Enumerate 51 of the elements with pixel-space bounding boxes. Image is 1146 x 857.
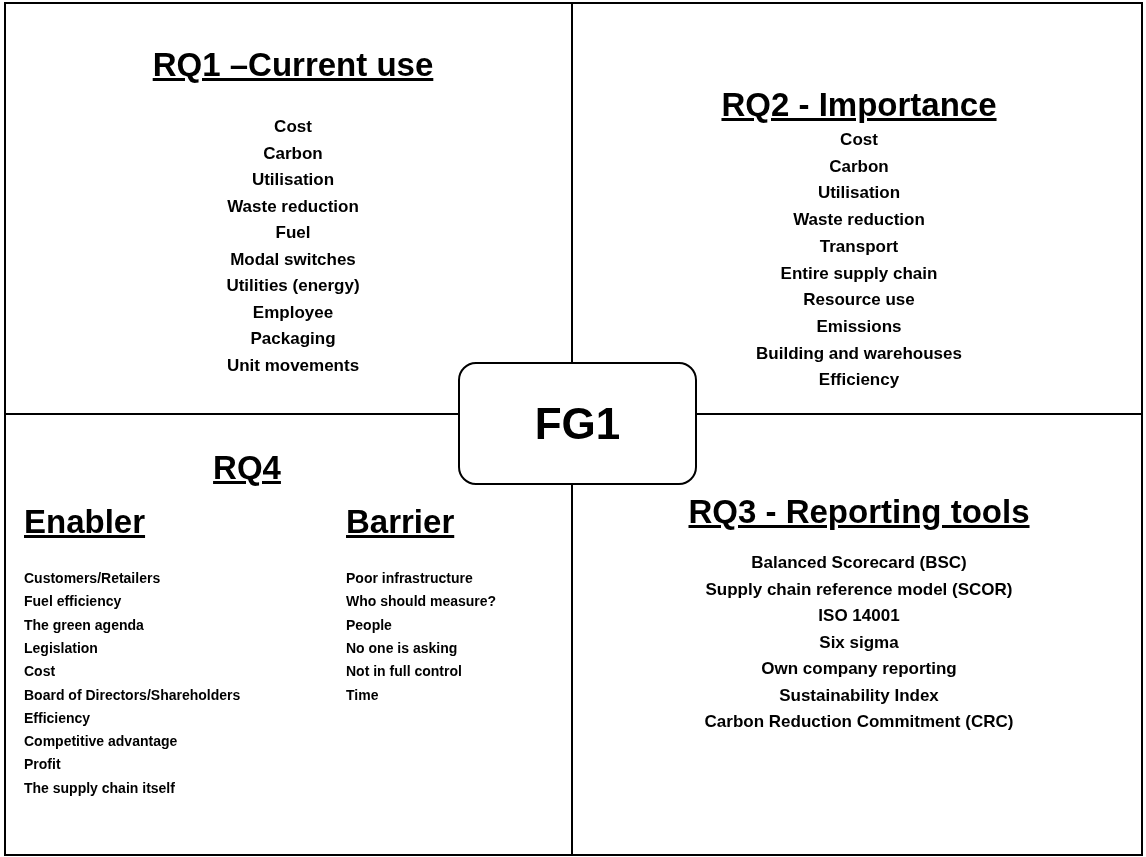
list-item: Not in full control bbox=[346, 663, 462, 680]
section-heading: RQ1 –Current use bbox=[152, 46, 434, 84]
center-label: FG1 bbox=[534, 398, 621, 449]
list-item: Poor infrastructure bbox=[346, 570, 473, 586]
list-item: Supply chain reference model (SCOR) bbox=[705, 579, 1013, 600]
section-heading: Enabler bbox=[24, 503, 146, 541]
list-item: Waste reduction bbox=[793, 210, 925, 231]
list-item: Balanced Scorecard (BSC) bbox=[751, 553, 967, 573]
list-item: Carbon bbox=[263, 143, 323, 164]
list-item: Utilities (energy) bbox=[226, 276, 360, 296]
list-item: Cost bbox=[24, 663, 56, 680]
list-item: ISO 14001 bbox=[818, 606, 900, 626]
list-item: Entire supply chain bbox=[780, 263, 938, 284]
list-item: Profit bbox=[24, 756, 61, 773]
list-item: The supply chain itself bbox=[24, 779, 175, 796]
section-heading: RQ4 bbox=[213, 449, 281, 487]
list-item: Carbon bbox=[829, 156, 889, 177]
list-item: Carbon Reduction Commitment (CRC) bbox=[704, 712, 1014, 732]
section-heading: RQ2 - Importance bbox=[721, 86, 997, 124]
list-item: Efficiency bbox=[24, 709, 91, 726]
list-item: Employee bbox=[252, 302, 334, 323]
list-item: Building and warehouses bbox=[756, 343, 962, 364]
list-item: Own company reporting bbox=[761, 659, 957, 679]
list-item: Transport bbox=[819, 236, 899, 257]
list-item: Six sigma bbox=[819, 632, 899, 653]
list-item: Packaging bbox=[250, 329, 336, 349]
list-item: Efficiency bbox=[818, 370, 900, 391]
list-item: People bbox=[346, 616, 392, 633]
list-item: Customers/Retailers bbox=[24, 570, 161, 586]
list-item: Modal switches bbox=[230, 249, 356, 270]
list-item: Board of Directors/Shareholders bbox=[24, 686, 241, 703]
list-item: Utilisation bbox=[251, 170, 335, 190]
list-item: Resource use bbox=[803, 290, 915, 311]
list-item: Legislation bbox=[24, 639, 98, 656]
center-rounded-box bbox=[458, 362, 697, 485]
list-item: Cost bbox=[274, 117, 312, 137]
list-item: Unit movements bbox=[226, 355, 360, 376]
list-item: Fuel efficiency bbox=[24, 593, 122, 610]
list-item: Emissions bbox=[816, 316, 902, 337]
list-item: The green agenda bbox=[24, 616, 144, 633]
list-item: Waste reduction bbox=[227, 196, 359, 217]
list-item: Utilisation bbox=[817, 183, 901, 204]
section-heading: RQ3 - Reporting tools bbox=[688, 493, 1030, 531]
list-item: No one is asking bbox=[346, 639, 458, 656]
list-item: Competitive advantage bbox=[24, 733, 178, 750]
list-item: Sustainability Index bbox=[779, 685, 939, 706]
section-heading: Barrier bbox=[346, 503, 455, 541]
list-item: Who should measure? bbox=[346, 593, 497, 610]
list-item: Cost bbox=[840, 130, 878, 150]
list-item: Time bbox=[346, 686, 379, 703]
list-item: Fuel bbox=[275, 223, 311, 243]
